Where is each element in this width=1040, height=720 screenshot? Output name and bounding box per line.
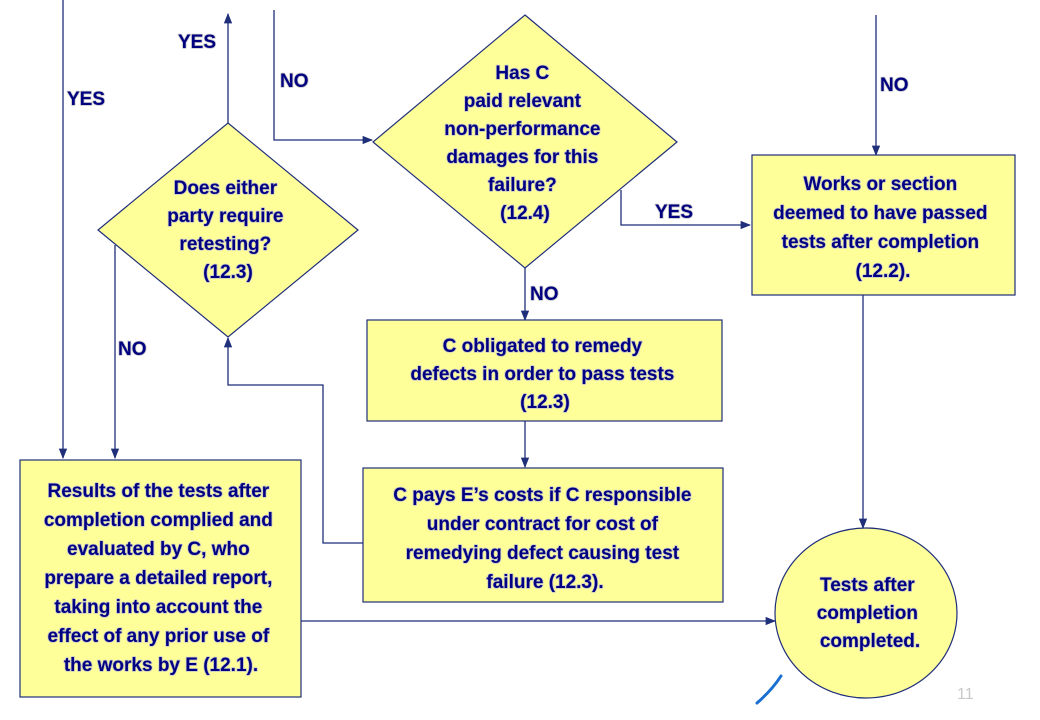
text-c-pays: C pays E’s costs if C responsible under …	[393, 485, 696, 593]
text-works-deemed: Works or section deemed to have passed t…	[773, 174, 993, 282]
text-tests-completed: Tests after completion completed.	[817, 575, 924, 652]
label-yes-top: YES	[178, 32, 216, 53]
label-no-top: NO	[280, 71, 309, 92]
decision-has-c-paid	[372, 14, 678, 269]
text-c-obligated: C obligated to remedy defects in order t…	[410, 336, 679, 413]
process-results	[19, 459, 302, 698]
text-does-either: Does either party require retesting? (12…	[167, 178, 288, 283]
process-c-obligated	[366, 319, 723, 422]
swoosh-decoration	[755, 674, 783, 705]
decision-does-either	[97, 122, 359, 338]
text-has-c-paid: Has C paid relevant non-performance dama…	[444, 63, 606, 224]
edge-has-c-yes	[620, 190, 752, 230]
label-no-left: NO	[118, 339, 147, 360]
edge-no-into-has-c	[273, 10, 374, 145]
label-yes-mid: YES	[655, 202, 693, 223]
page-number: 11	[957, 686, 974, 703]
process-c-pays	[362, 467, 724, 603]
terminal-tests-completed	[774, 527, 958, 699]
label-yes-left: YES	[67, 89, 105, 110]
edge-pays-to-does-either	[223, 336, 363, 544]
label-no-right: NO	[880, 75, 909, 96]
text-results: Results of the tests after completion co…	[44, 481, 278, 676]
label-no-center: NO	[530, 284, 559, 305]
process-works-deemed	[751, 154, 1016, 296]
